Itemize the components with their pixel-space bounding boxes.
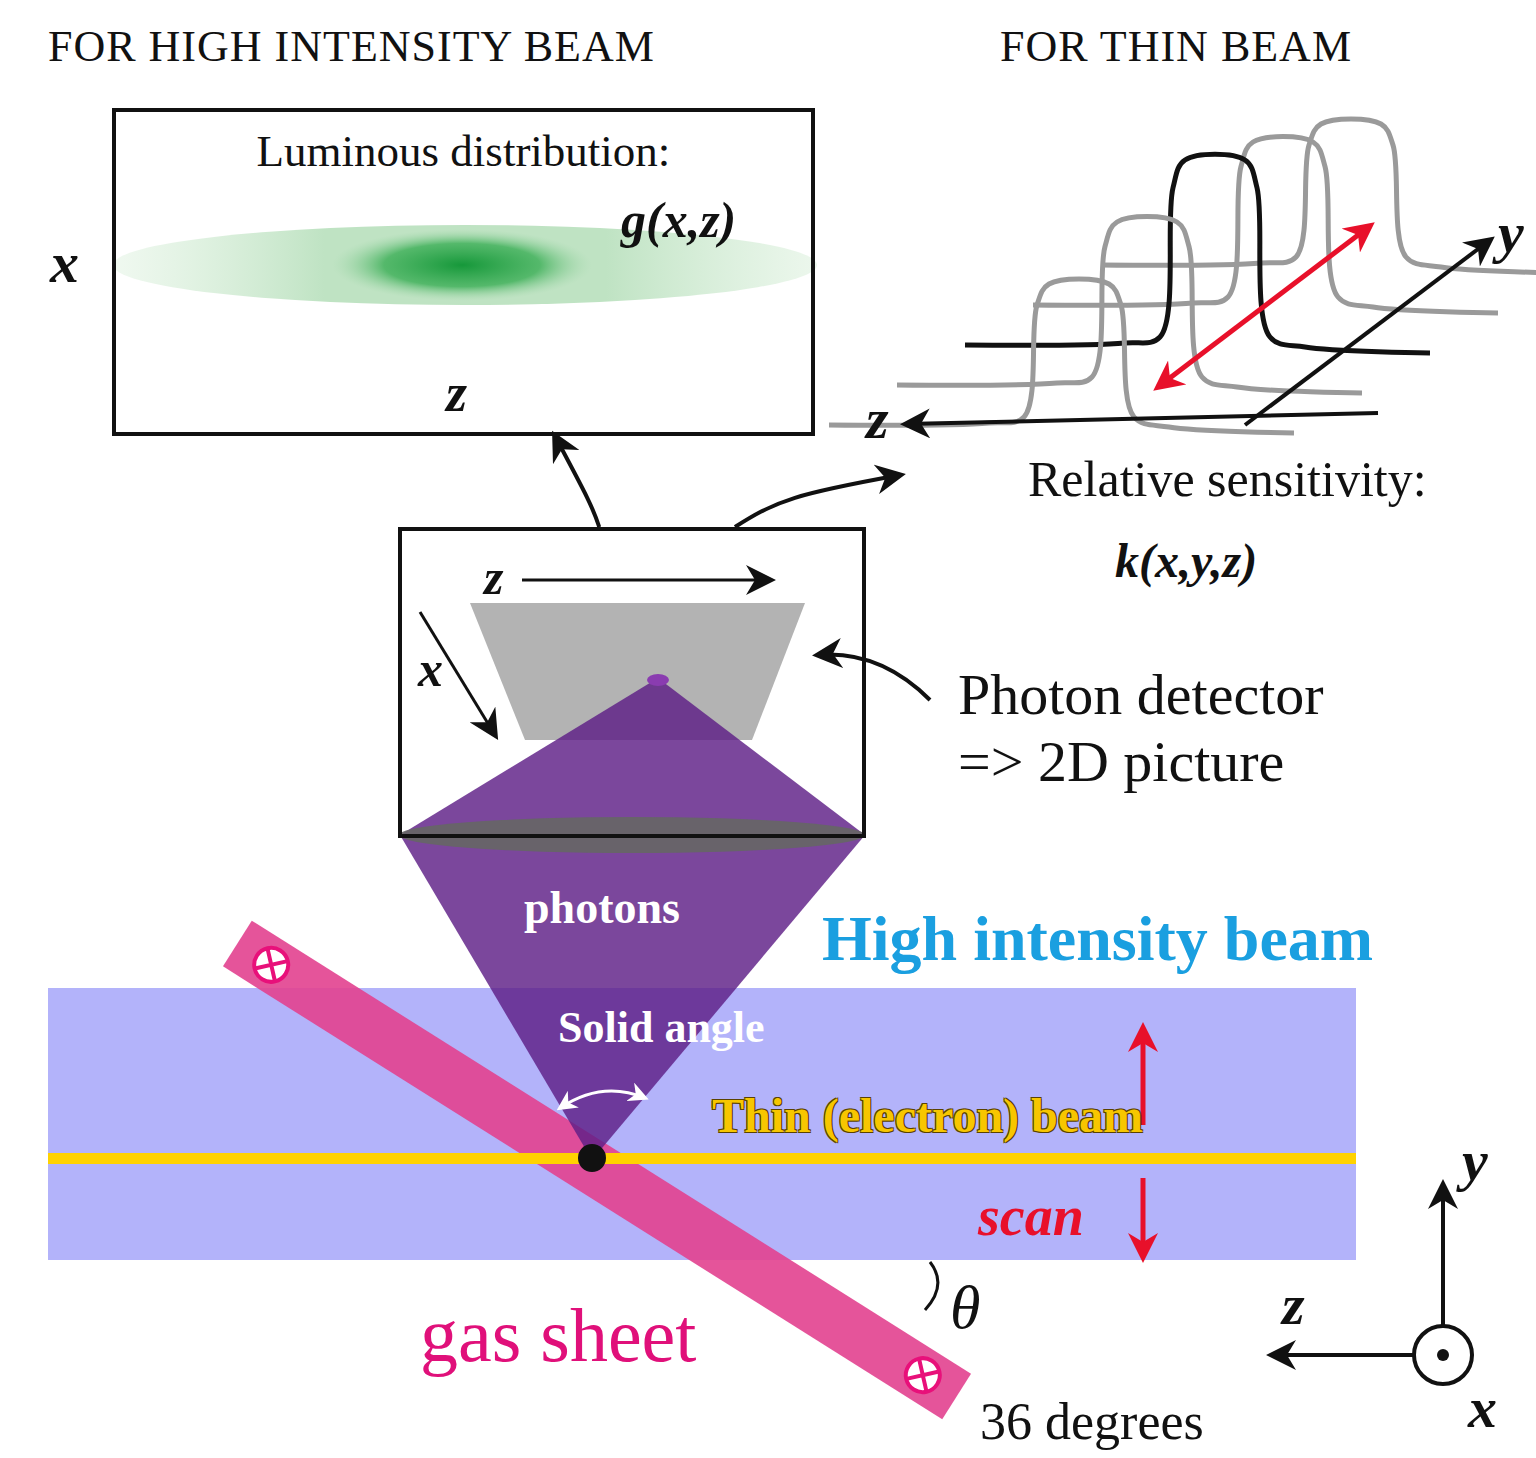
function-label: g(x,z) [621,192,736,250]
beam-label: High intensity beam [822,902,1373,976]
column-heading: FOR THIN BEAM [1000,22,1352,73]
axis-label: z [1282,1272,1305,1339]
panel-heading: Relative sensitivity: [1028,451,1427,509]
solid-angle-label: Solid angle [558,1003,765,1054]
detector-note: Photon detector => 2D picture [958,662,1398,795]
photon-cone [400,678,865,1160]
thin-electron-beam [48,1153,1356,1164]
luminous-glow [332,229,592,301]
angle-value: 36 degrees [980,1392,1204,1452]
axis-label: x [418,641,443,699]
plot-y-axis [1245,240,1490,425]
coordinate-axes [1414,1326,1472,1384]
detector-pinhole [647,674,669,686]
axis-label: y [1462,1128,1488,1195]
plot-z-axis [906,413,1378,424]
interaction-point [578,1144,606,1172]
solid-angle-arrow [560,1091,645,1108]
flow-into-page-symbol [248,941,295,988]
axis-label: x [1468,1375,1497,1442]
scan-label: scan [978,1184,1084,1248]
beam-label: Thin (electron) beam [712,1088,1143,1143]
flow-into-page-symbol [248,941,295,988]
axis-label: z [866,386,889,453]
flow-into-page-symbol [899,1352,946,1399]
curved-arrow [555,436,599,527]
axis-label: z [446,362,467,424]
axis-label: y [1498,200,1524,267]
angle-symbol: θ [950,1272,980,1343]
leader-arrow [818,655,930,700]
flow-into-page-symbol [899,1352,946,1399]
photons-label: photons [524,882,680,935]
coordinate-axes [1272,1185,1472,1384]
axis-label: z [484,549,503,607]
gas-sheet-label: gas sheet [420,1292,696,1379]
flow-into-page-symbol [908,1360,938,1390]
axis-label: x [50,230,79,297]
sensitivity-plot: Relative sensitivity: k(x,y,z) [900,445,1530,595]
column-heading: FOR HIGH INTENSITY BEAM [48,22,655,73]
coordinate-axes [1441,1185,1445,1325]
scan-double-arrow [1158,226,1370,387]
sensitivity-curve [897,217,1362,393]
panel-heading: Luminous distribution: [116,126,811,178]
curved-arrow [735,475,900,527]
coordinate-axes [1437,1349,1449,1361]
flow-into-page-symbol [256,950,286,980]
scan-arrow-down [1141,1178,1146,1257]
detector-housing: zx [398,527,866,838]
sensitivity-curves [829,119,1536,433]
detector-z-axis [522,579,770,582]
function-label: k(x,y,z) [1115,533,1257,588]
sensitivity-curve [829,279,1294,433]
angle-arc [925,1262,938,1310]
coordinate-axes [1272,1353,1413,1357]
sensitivity-curve [1101,119,1536,273]
